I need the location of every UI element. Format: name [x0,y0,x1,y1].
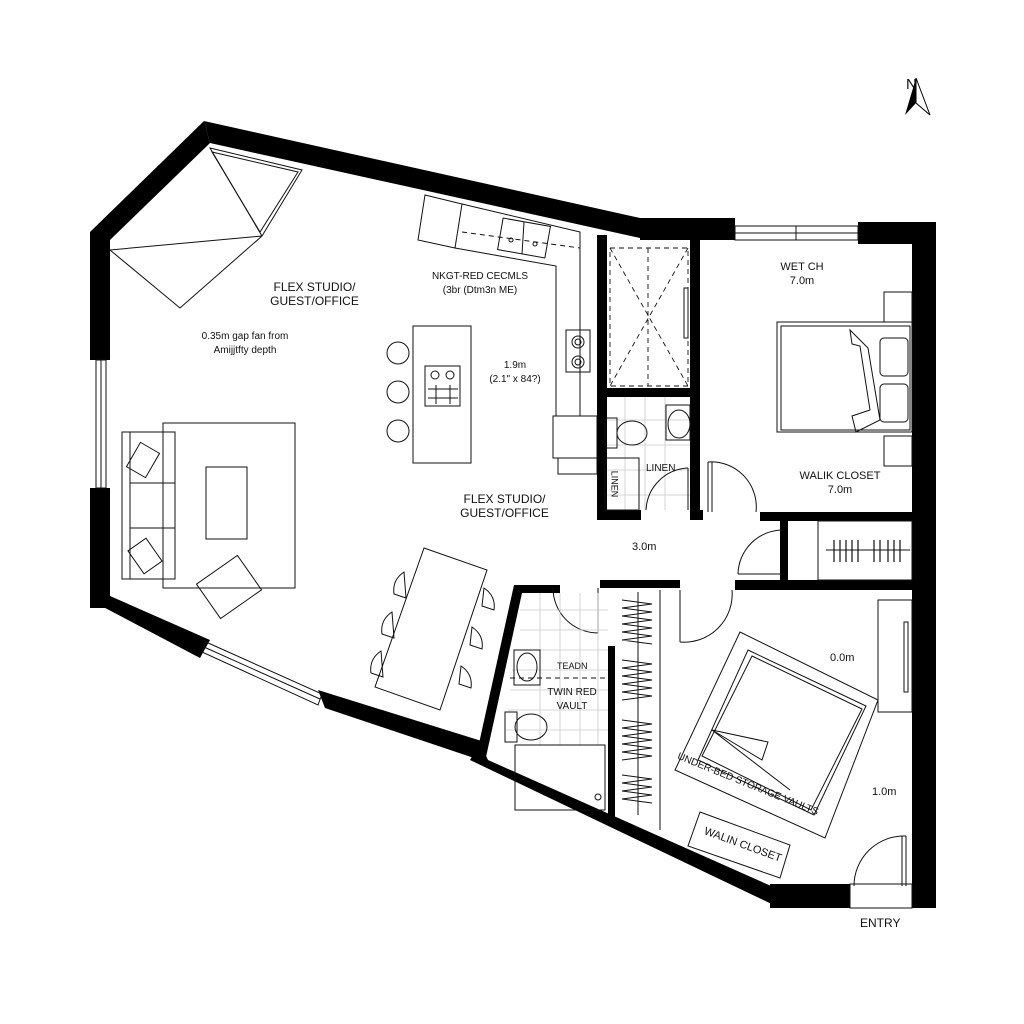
island-dimension-line: (2.1" x 84?) [489,374,541,385]
room-label-line: GUEST/OFFICE [270,294,359,308]
room-label-flex-studio-center: FLEX STUDIO/ GUEST/OFFICE [452,492,557,520]
island-dimension-line: 1.9m [503,360,527,371]
window-bottom-left [201,641,323,706]
room-label-flex-studio-top: FLEX STUDIO/ GUEST/OFFICE [262,280,367,308]
kitchen-label: NKGT-RED CECMLS (3br (Dtm3n ME) [420,270,540,298]
room-label-line: FLEX STUDIO/ [463,492,546,506]
bedroom1-closet-line: 7.0m [827,484,853,496]
bedroom1-closet-line: WALIK CLOSET [799,470,881,482]
shower-1 [609,247,689,387]
clearance-note-line: Amijjtfty depth [213,345,277,356]
bedroom2-furniture [674,599,913,909]
bath2-tag: TEADN [557,661,588,671]
window-left [95,359,107,489]
linen-cabinet-label: LINEN [609,470,620,498]
bedroom1-furniture [707,291,913,581]
bath2-fixtures [504,593,608,811]
furniture-living [108,147,598,711]
compass-label: N [906,76,917,93]
bedroom2-dimension-side: 1.0m [872,786,897,798]
north-arrow-icon [905,77,931,116]
entry-label: ENTRY [860,916,901,930]
hall-dimension: 3.0m [632,541,657,553]
room-label-line: FLEX STUDIO/ [273,280,356,294]
bath2-label-line: TWIN RED [547,687,597,698]
bath2-label-line: VAULT [556,701,588,712]
window-top-right [734,225,859,241]
closet-rack [621,590,661,830]
bedroom1-closet-label: WALIK CLOSET 7.0m [795,469,885,497]
exterior-walls [90,121,936,908]
island-dimension: 1.9m (2.1" x 84?) [480,359,550,387]
bedroom1-label-line: 7.0m [789,275,815,287]
interior-walls [476,235,920,821]
bedroom2-dimension-top: 0.0m [830,652,855,664]
clearance-note: 0.35m gap fan from Amijjtfty depth [180,330,310,358]
bedroom1-label-line: WET CH [780,261,824,273]
bedroom1-label: WET CH 7.0m [770,260,834,288]
kitchen-label-line: (3br (Dtm3n ME) [442,285,518,296]
kitchen-label-line: NKGT-RED CECMLS [431,271,529,282]
bath1-fixtures [604,287,691,511]
room-label-line: GUEST/OFFICE [460,506,549,520]
linen-door-label: LINEN [646,463,676,474]
bath2-label: TWIN RED VAULT [542,686,602,714]
clearance-note-line: 0.35m gap fan from [201,331,289,342]
